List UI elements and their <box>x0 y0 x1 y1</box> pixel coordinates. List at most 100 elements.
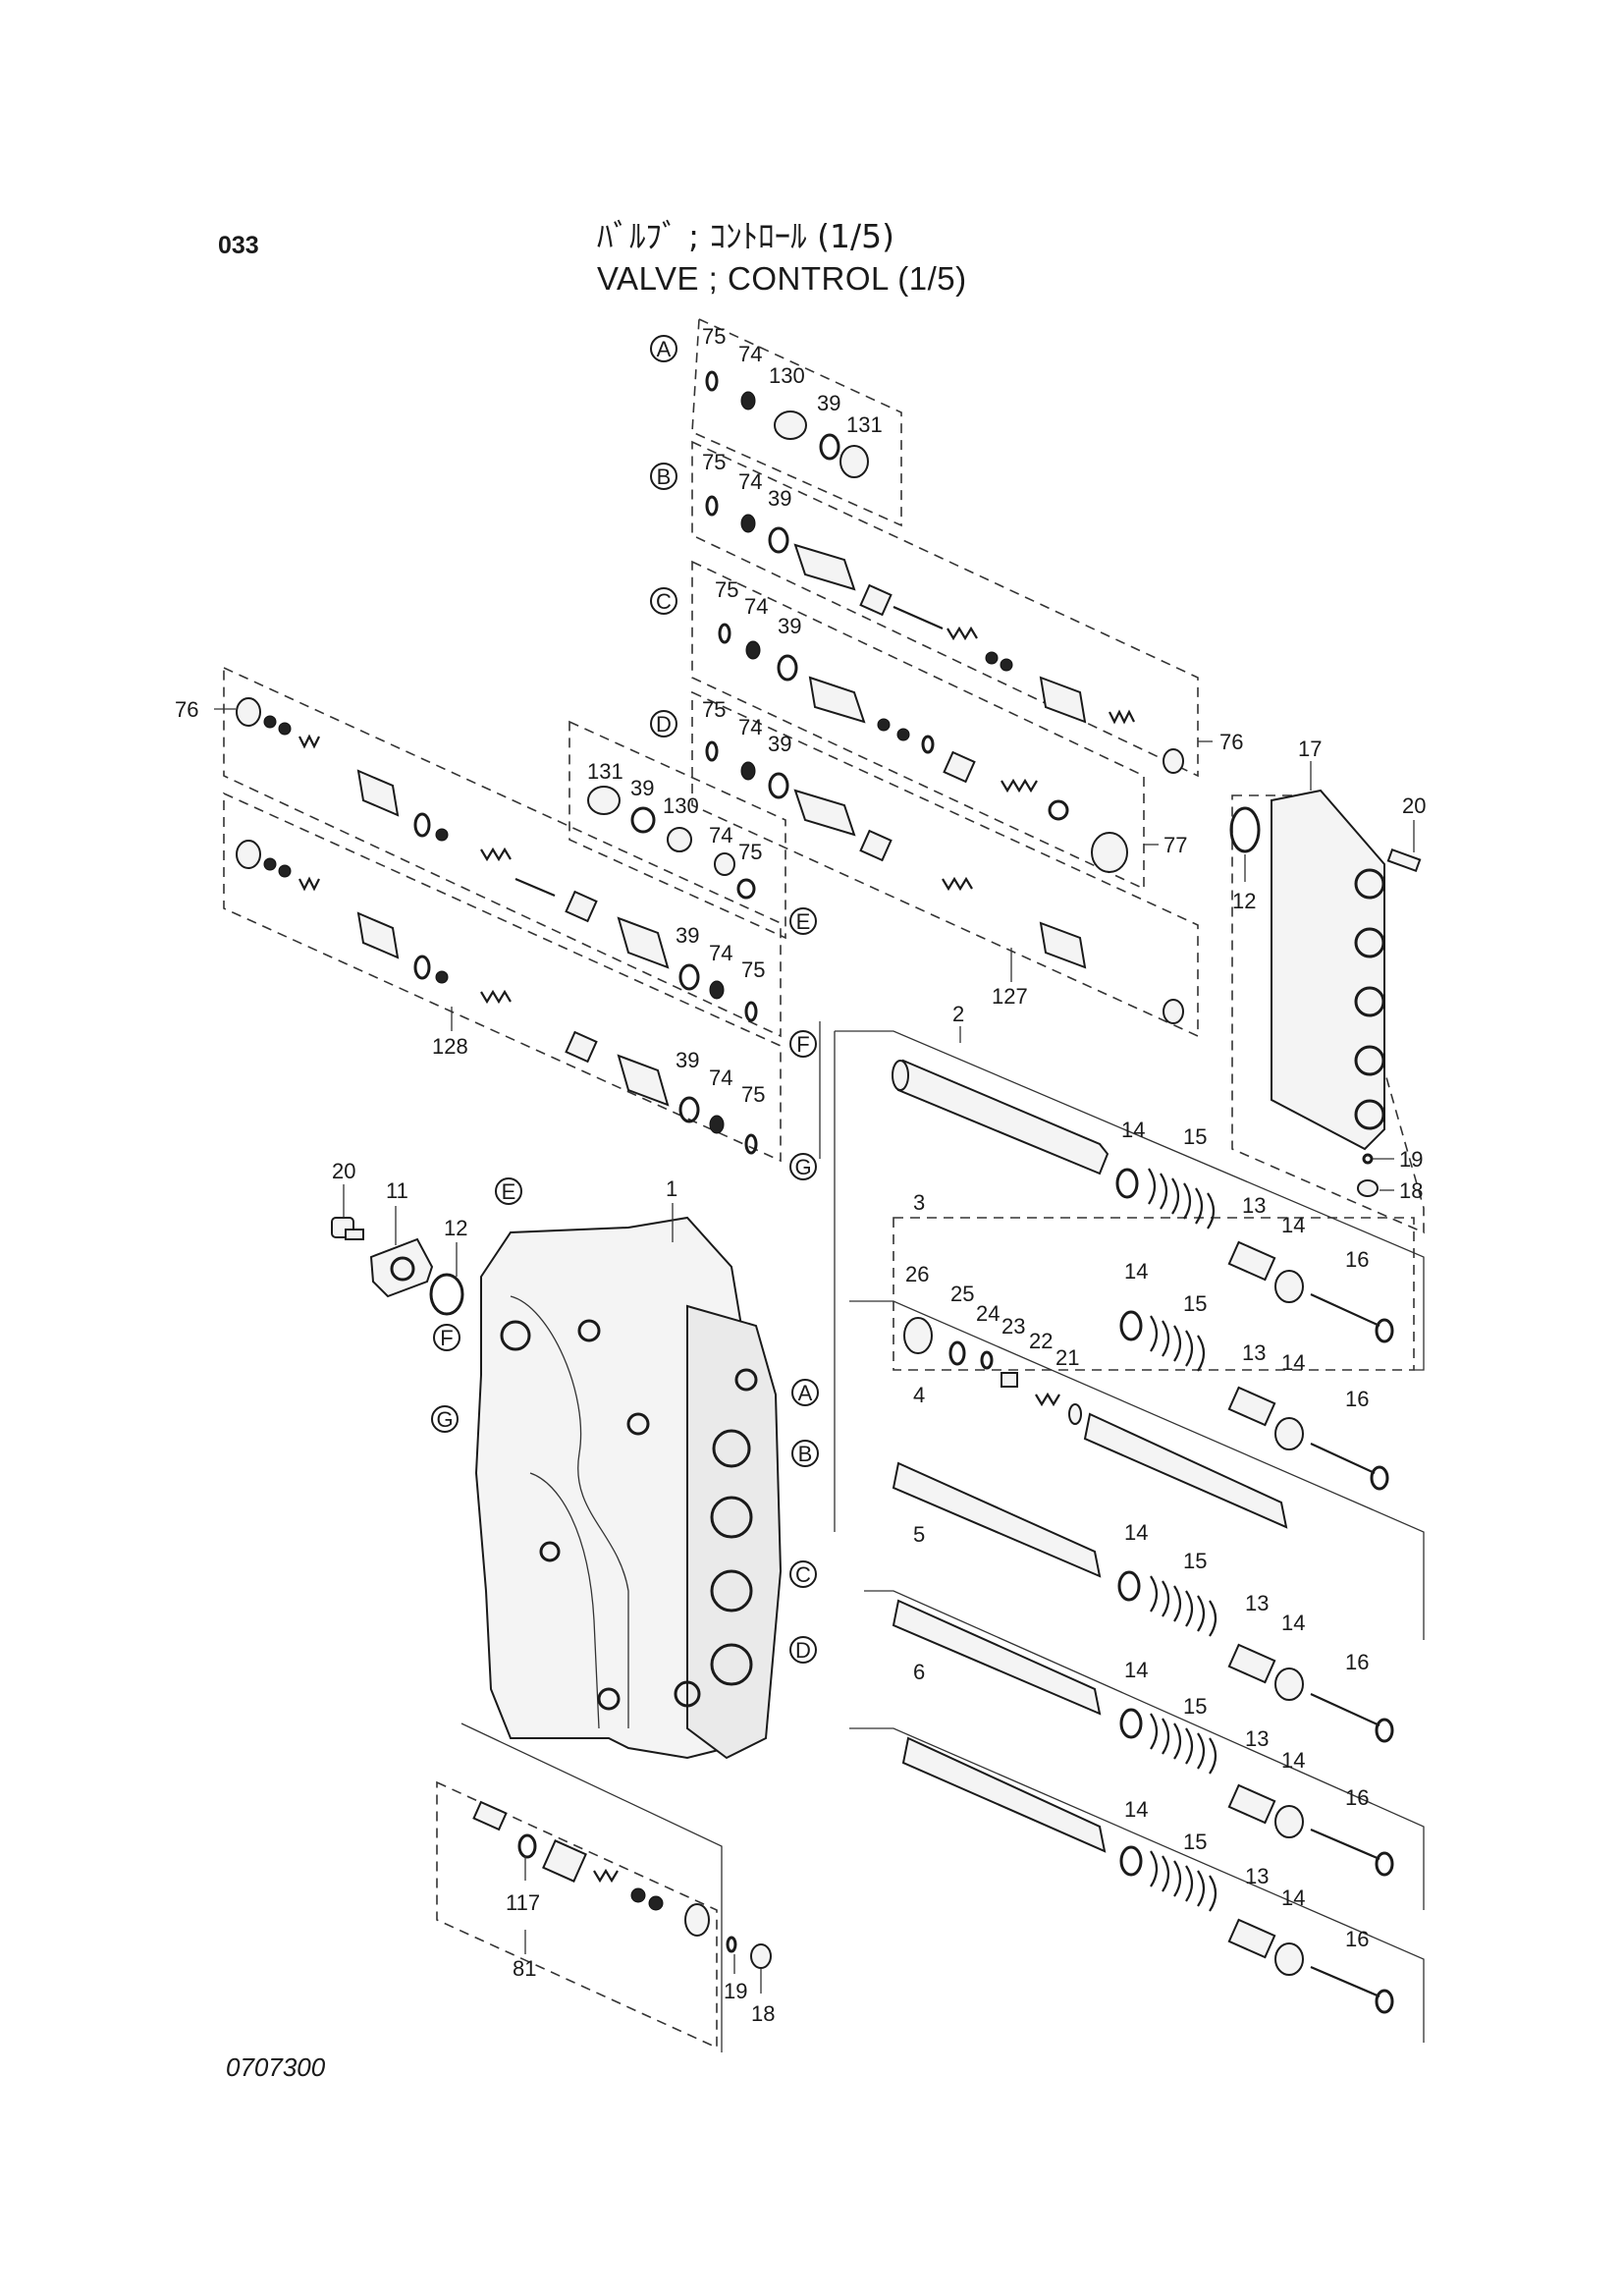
label-4: 4 <box>913 1383 925 1407</box>
label-39-e: 39 <box>630 776 654 800</box>
bolt-20-left-shank <box>345 1229 364 1240</box>
label-75-e: 75 <box>738 840 762 864</box>
d-sleeve <box>793 789 856 837</box>
bolt-16-a <box>1310 1292 1380 1328</box>
label-74-b: 74 <box>738 469 762 494</box>
frame-81 <box>460 1722 723 2052</box>
d-ring-75 <box>705 740 719 762</box>
cover-17-body <box>1271 789 1385 1151</box>
label-39-g: 39 <box>676 1048 699 1072</box>
pin-23 <box>1001 1372 1018 1388</box>
valve-body-port-c <box>710 1496 753 1539</box>
valve-body-hole-2 <box>577 1319 601 1342</box>
label-75-d: 75 <box>702 697 726 722</box>
label-14-a: 14 <box>1121 1118 1145 1142</box>
bolt-16-e <box>1310 1965 1380 1998</box>
svg-text:F: F <box>440 1326 453 1350</box>
l76-body <box>356 769 400 817</box>
group-e-130-outline <box>568 720 786 940</box>
svg-text:C: C <box>795 1562 811 1587</box>
label-16-a: 16 <box>1345 1247 1369 1272</box>
g128-piston <box>565 1030 598 1064</box>
callout-a-top: A <box>650 335 677 362</box>
b-ring-1 <box>985 651 999 665</box>
sleeve-13-a <box>1227 1240 1276 1282</box>
l76-ring-1 <box>263 715 277 729</box>
a-ring-75 <box>705 370 719 392</box>
l76-spring-2 <box>480 847 512 862</box>
l76-spring <box>298 734 320 749</box>
g128-ring-74 <box>709 1115 725 1134</box>
c-cap-77 <box>1091 832 1128 873</box>
cover-17-port-1 <box>1354 868 1385 900</box>
bolt-16-b <box>1310 1443 1376 1474</box>
d-ring-74 <box>740 761 756 781</box>
label-74-e: 74 <box>709 823 732 847</box>
svg-text:A: A <box>657 337 672 361</box>
label-16-b: 16 <box>1345 1387 1369 1411</box>
cover-17-port-5 <box>1354 1099 1385 1130</box>
label-39-d: 39 <box>768 732 791 756</box>
label-21: 21 <box>1055 1345 1079 1370</box>
label-74-f: 74 <box>709 941 732 965</box>
label-25: 25 <box>950 1282 974 1306</box>
g128-spring <box>298 876 320 892</box>
l76-piston <box>565 890 598 923</box>
svg-text:B: B <box>798 1442 813 1466</box>
label-12-right: 12 <box>1232 889 1256 913</box>
label-75-c: 75 <box>715 577 738 602</box>
valve-body-hole-6 <box>674 1680 701 1708</box>
valve-body-hole-4 <box>539 1541 561 1562</box>
callout-e-body: E <box>495 1177 522 1205</box>
callout-e-top: E <box>789 907 817 935</box>
title-english: VALVE ; CONTROL (1/5) <box>597 260 967 297</box>
b-sleeve <box>793 543 856 591</box>
label-14-f: 14 <box>1281 1611 1305 1635</box>
g81-pin <box>472 1800 508 1831</box>
label-22: 22 <box>1029 1329 1053 1353</box>
g128-ring-1 <box>263 857 277 871</box>
spool-5 <box>892 1599 1102 1716</box>
callout-b-body: B <box>791 1440 819 1467</box>
spring-15-b <box>1150 1315 1206 1372</box>
label-3: 3 <box>913 1190 925 1215</box>
d-end <box>1163 999 1184 1024</box>
d-body <box>1039 921 1087 969</box>
label-18-right: 18 <box>1399 1178 1423 1203</box>
bolt-20-right <box>1386 847 1422 873</box>
label-16-d: 16 <box>1345 1785 1369 1810</box>
svg-text:B: B <box>657 465 672 489</box>
seat-14-h <box>1274 1805 1304 1838</box>
frame-spool-2 <box>835 1030 1425 1371</box>
a-plug-130 <box>774 410 807 440</box>
label-39-a: 39 <box>817 391 840 415</box>
callout-b-top: B <box>650 463 677 490</box>
callout-a-body: A <box>791 1379 819 1406</box>
part-number-labels: 75 74 130 39 131 75 74 39 75 74 39 75 74… <box>175 324 1426 2026</box>
plug-26 <box>903 1317 933 1354</box>
label-13-b: 13 <box>1242 1340 1266 1365</box>
c-piston <box>943 750 976 784</box>
label-130-a: 130 <box>769 363 805 388</box>
callout-g-top: G <box>789 1153 817 1180</box>
g128-end <box>236 840 261 869</box>
label-11: 11 <box>386 1178 408 1203</box>
label-39-f: 39 <box>676 923 699 948</box>
label-14-i: 14 <box>1124 1797 1148 1822</box>
label-13-e: 13 <box>1245 1864 1269 1888</box>
label-15-a: 15 <box>1183 1124 1207 1149</box>
label-130-e: 130 <box>663 793 699 818</box>
group-81-outline <box>436 1780 718 2050</box>
label-75-f: 75 <box>741 957 765 982</box>
plug-18-bottom <box>750 1943 772 1969</box>
o-ring-25 <box>948 1340 966 1366</box>
b-spring <box>947 626 978 641</box>
svg-text:E: E <box>796 909 811 934</box>
label-14-h: 14 <box>1281 1748 1305 1773</box>
bolt-16-d <box>1310 1828 1380 1861</box>
svg-text:A: A <box>798 1381 813 1405</box>
label-13-d: 13 <box>1245 1726 1269 1751</box>
sleeve-13-d <box>1227 1783 1276 1825</box>
label-39-c: 39 <box>778 614 801 638</box>
label-23: 23 <box>1001 1314 1025 1339</box>
